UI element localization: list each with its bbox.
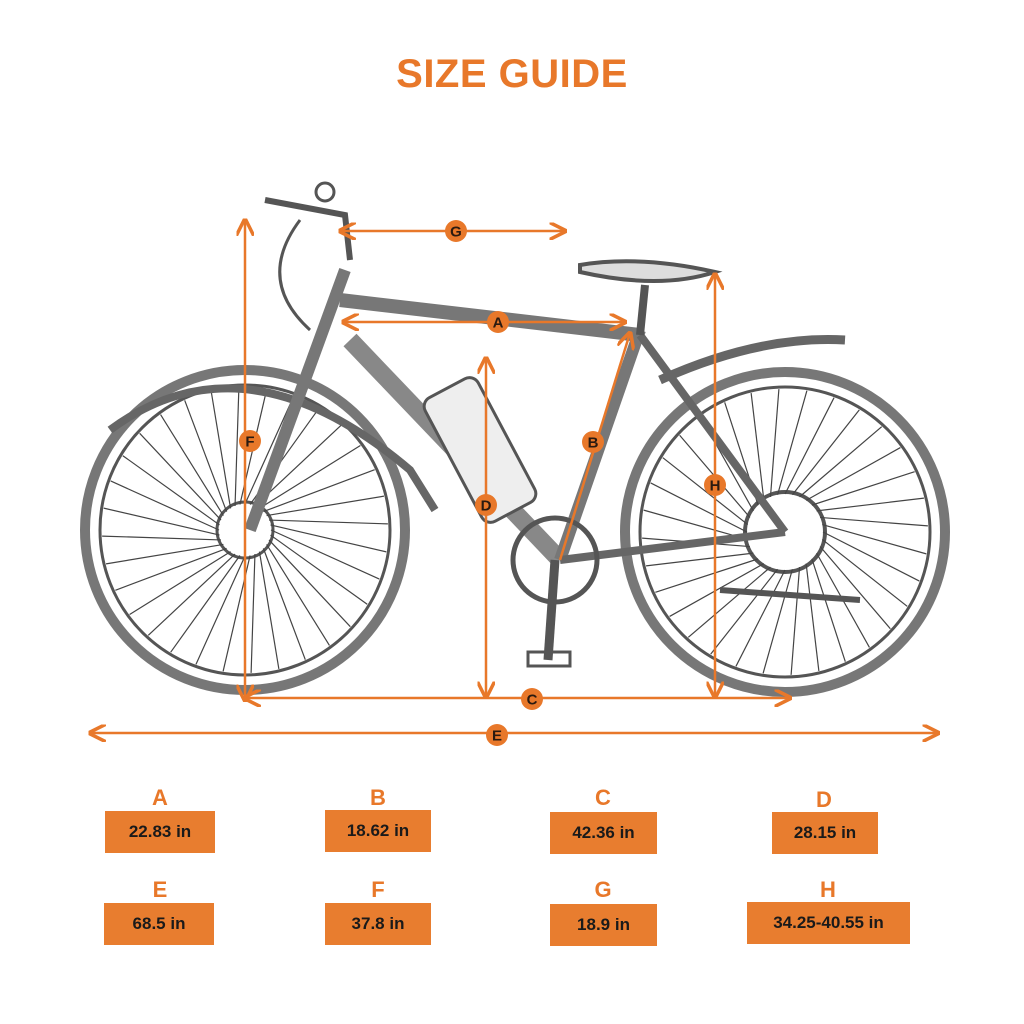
- spoke: [650, 482, 748, 533]
- spec-a-letter: A: [152, 785, 168, 810]
- spoke: [822, 524, 927, 555]
- spoke: [258, 551, 280, 670]
- spoke: [821, 538, 908, 607]
- marker-b-label: B: [588, 435, 599, 452]
- spoke: [270, 524, 387, 553]
- spec-d-letter: D: [816, 787, 832, 812]
- spoke: [820, 516, 928, 527]
- spoke: [269, 519, 388, 525]
- spoke: [811, 558, 846, 662]
- marker-b: B: [582, 431, 604, 453]
- marker-e: E: [486, 724, 508, 746]
- dimension-markers: A B C D E F G H: [239, 220, 726, 746]
- spoke: [819, 546, 891, 630]
- spoke: [270, 534, 368, 605]
- dimension-lines: [90, 220, 938, 733]
- spoke: [805, 447, 901, 501]
- spec-h-letter: H: [820, 877, 836, 902]
- spoke: [790, 567, 801, 675]
- spec-c-letter: C: [595, 785, 611, 810]
- bike-diagram: A B C D E F G H: [80, 181, 950, 746]
- spoke: [160, 414, 224, 516]
- spoke: [811, 471, 915, 506]
- spoke: [102, 535, 221, 541]
- marker-f-label: F: [245, 434, 254, 451]
- spec-f-value: 37.8 in: [325, 903, 431, 945]
- spec-e-value: 68.5 in: [104, 903, 214, 945]
- spoke: [750, 392, 765, 501]
- spoke: [122, 455, 220, 526]
- spoke: [791, 409, 860, 496]
- marker-g-label: G: [450, 224, 462, 241]
- spoke: [799, 426, 883, 498]
- marker-h: H: [704, 474, 726, 496]
- marker-h-label: H: [710, 478, 721, 495]
- spoke: [662, 457, 749, 526]
- spoke: [147, 553, 236, 636]
- spoke: [250, 554, 256, 673]
- spoke: [105, 543, 224, 565]
- spoke: [777, 390, 808, 495]
- marker-a-label: A: [493, 315, 504, 332]
- spec-b-value: 18.62 in: [325, 810, 431, 852]
- marker-g: G: [445, 220, 467, 242]
- spoke: [762, 569, 793, 674]
- spoke: [270, 529, 380, 580]
- spoke: [103, 507, 220, 536]
- spoke: [139, 432, 222, 521]
- spoke: [115, 547, 227, 591]
- spoke: [645, 552, 754, 567]
- spoke: [735, 569, 786, 667]
- spoke: [259, 445, 361, 509]
- marker-c: C: [521, 688, 543, 710]
- spec-a-value: 22.83 in: [105, 811, 215, 853]
- spec-e-letter: E: [152, 877, 168, 902]
- spoke: [805, 563, 820, 672]
- marker-a: A: [487, 311, 509, 333]
- spoke: [266, 544, 330, 646]
- spoke: [262, 548, 306, 660]
- spoke: [129, 551, 231, 615]
- spoke: [816, 497, 925, 512]
- spoke: [784, 397, 835, 495]
- spec-d-value: 28.15 in: [772, 812, 878, 854]
- page-title: SIZE GUIDE: [396, 52, 628, 96]
- bike-sketch: [80, 181, 950, 697]
- spec-c-value: 42.36 in: [550, 812, 657, 854]
- spec-f-letter: F: [371, 877, 385, 902]
- marker-e-label: E: [492, 728, 502, 745]
- spec-b-letter: B: [370, 785, 386, 810]
- spoke: [687, 566, 771, 638]
- spoke: [268, 539, 351, 628]
- spoke: [184, 400, 228, 512]
- marker-f: F: [239, 430, 261, 452]
- spoke: [170, 555, 241, 653]
- spoke: [769, 389, 780, 497]
- spoke: [263, 469, 375, 513]
- spoke: [643, 509, 748, 540]
- spec-g-letter: G: [594, 877, 612, 902]
- marker-d-label: D: [481, 498, 492, 515]
- spoke: [210, 390, 232, 509]
- spoke: [710, 568, 779, 655]
- spoke: [266, 495, 385, 517]
- spoke: [234, 387, 240, 506]
- marker-d: D: [475, 494, 497, 516]
- spec-h-value: 34.25-40.55 in: [747, 902, 910, 944]
- spoke: [822, 531, 920, 582]
- spec-g-value: 18.9 in: [550, 904, 657, 946]
- spoke: [110, 480, 220, 531]
- marker-c-label: C: [527, 692, 538, 709]
